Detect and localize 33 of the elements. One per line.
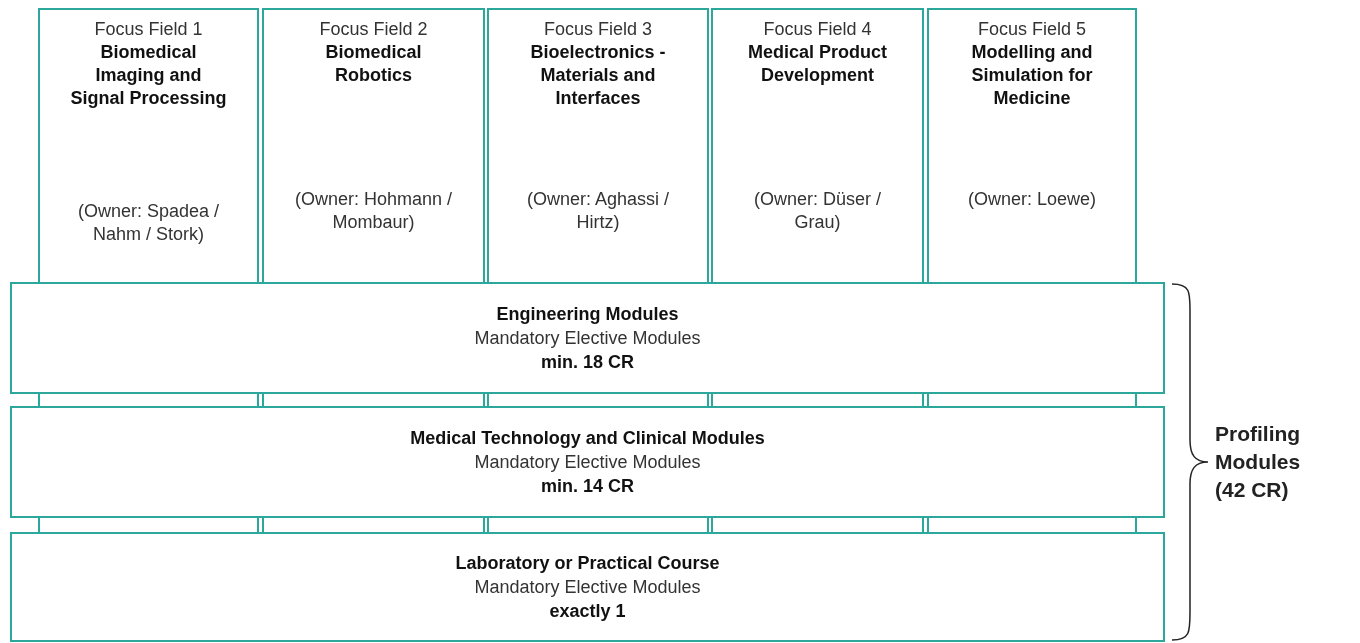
field-number: Focus Field 2 [318,18,429,41]
module-title: Medical Technology and Clinical Modules [410,427,765,450]
focus-field-column [38,8,259,282]
module-type: Mandatory Elective Modules [474,576,701,599]
group-label: Profiling Modules (42 CR) [1215,421,1302,503]
field-number: Focus Field 3 [542,18,653,41]
focus-field-column [711,8,924,282]
field-title: Medical Product Development [747,41,888,87]
field-owner: (Owner: Hohmann / Mombaur) [294,188,453,234]
field-owner: (Owner: Aghassi / Hirtz) [525,188,671,234]
focus-field-column [487,8,709,282]
module-type: Mandatory Elective Modules [474,327,701,350]
field-number: Focus Field 5 [976,18,1087,41]
module-band [10,406,1165,518]
field-title: Biomedical Imaging and Signal Processing [70,41,227,110]
module-title: Engineering Modules [496,303,679,326]
field-title: Bioelectronics - Materials and Interfaces [529,41,667,110]
credit-requirement: exactly 1 [549,600,626,623]
module-title: Laboratory or Practical Course [455,552,720,575]
field-title: Biomedical Robotics [324,41,423,87]
module-type: Mandatory Elective Modules [474,451,701,474]
field-owner: (Owner: Spadea / Nahm / Stork) [76,200,221,246]
field-owner: (Owner: Düser / Grau) [753,188,882,234]
field-owner: (Owner: Loewe) [966,188,1098,211]
credit-requirement: min. 14 CR [541,475,634,498]
focus-field-column [927,8,1137,282]
field-number: Focus Field 1 [93,18,204,41]
module-band [10,532,1165,642]
field-title: Modelling and Simulation for Medicine [970,41,1094,110]
field-number: Focus Field 4 [762,18,873,41]
module-band [10,282,1165,394]
credit-requirement: min. 18 CR [541,351,634,374]
focus-field-column [262,8,485,282]
